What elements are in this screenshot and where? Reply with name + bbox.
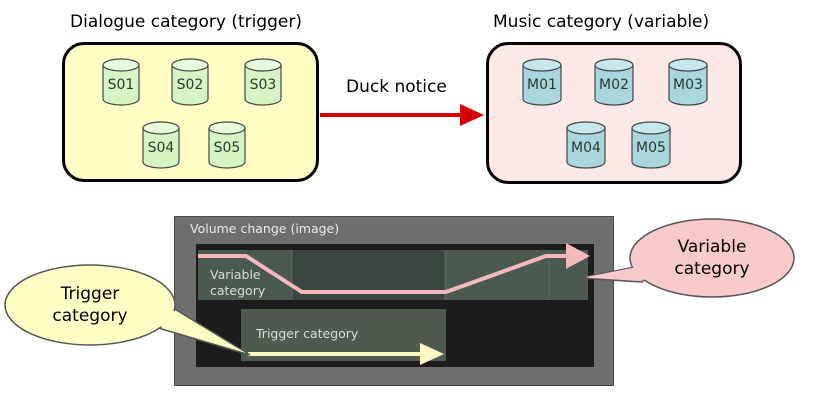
duck-notice-arrow-icon [320, 104, 484, 126]
cue-label: M04 [571, 140, 601, 156]
cylinder-icon [102, 58, 140, 106]
variable-volume-arrowhead-icon [566, 243, 590, 269]
cylinder-icon [171, 58, 209, 106]
cue-s05: S05 [208, 121, 246, 169]
cylinder-icon [594, 58, 634, 106]
cylinder-icon [244, 58, 282, 106]
variable-callout-text: Variable category [674, 237, 750, 279]
cue-m05: M05 [631, 121, 671, 169]
cue-m04: M04 [566, 121, 606, 169]
cue-s02: S02 [171, 58, 209, 106]
cue-m03: M03 [668, 58, 708, 106]
duck-notice-label: Duck notice [346, 77, 447, 97]
volume-change-title: Volume change (image) [190, 221, 340, 236]
cylinder-icon [668, 58, 708, 106]
variable-volume-line [198, 254, 568, 294]
dialogue-category-title: Dialogue category (trigger) [70, 12, 302, 32]
cue-m02: M02 [594, 58, 634, 106]
trigger-callout-text: Trigger category [52, 284, 128, 326]
cue-label: M01 [527, 77, 557, 93]
cue-s03: S03 [244, 58, 282, 106]
cue-label: S04 [147, 140, 175, 156]
cue-label: S03 [249, 77, 277, 93]
cue-label: S05 [213, 140, 241, 156]
cue-label: M02 [599, 77, 629, 93]
cue-label: M05 [636, 140, 666, 156]
cue-s04: S04 [142, 121, 180, 169]
cue-label: S02 [176, 77, 204, 93]
cylinder-icon [566, 121, 606, 169]
variable-lane-label: Variable category [210, 267, 266, 298]
music-category-title: Music category (variable) [493, 12, 710, 32]
cylinder-icon [631, 121, 671, 169]
cue-label: M03 [673, 77, 703, 93]
cue-m01: M01 [522, 58, 562, 106]
cue-s01: S01 [102, 58, 140, 106]
trigger-lane-label: Trigger category [256, 326, 359, 341]
cylinder-icon [522, 58, 562, 106]
trigger-volume-arrowhead-icon [420, 343, 444, 365]
cue-label: S01 [107, 77, 135, 93]
cylinder-icon [208, 121, 246, 169]
cylinder-icon [142, 121, 180, 169]
